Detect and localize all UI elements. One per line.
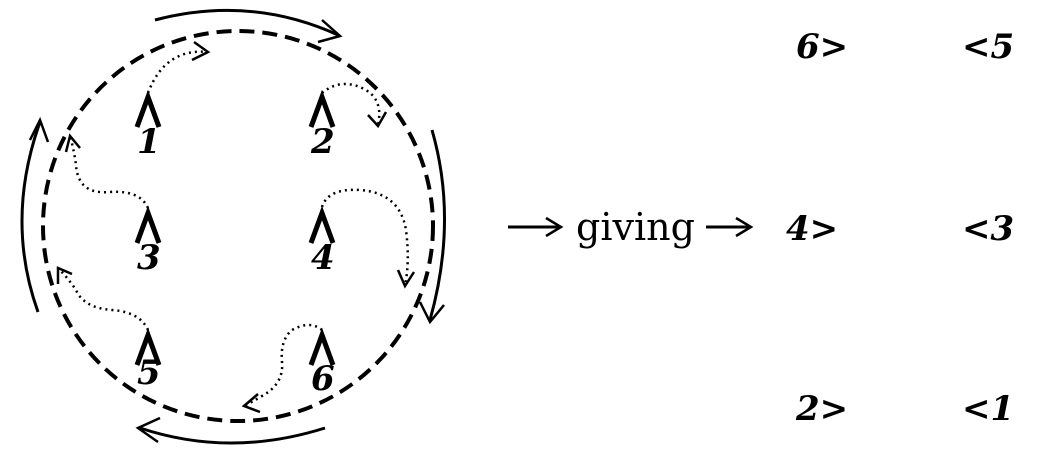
dancer-caret-5 — [134, 327, 162, 366]
dotted-path-4 — [320, 188, 416, 289]
result-row-3-right: <1 — [962, 389, 1014, 429]
dancer-label-4: 4 — [311, 238, 335, 278]
dotted-path-2 — [321, 82, 388, 129]
connector-arrow-right — [706, 216, 754, 238]
outer-arrow-top — [154, 8, 343, 44]
result-row-3-left: 2> — [795, 389, 848, 429]
result-row-1-left: 6> — [796, 27, 848, 67]
giving-label: giving — [576, 205, 695, 249]
dancer-caret-2 — [308, 89, 336, 128]
dotted-path-6 — [241, 323, 323, 414]
dotted-path-1 — [146, 40, 211, 94]
dancer-label-5: 5 — [137, 353, 161, 393]
dancer-caret-3 — [134, 205, 162, 244]
result-row-1-right: <5 — [962, 27, 1014, 67]
dancer-label-3: 3 — [137, 238, 161, 278]
dancer-caret-6 — [308, 327, 336, 366]
result-row-2-left: 4> — [786, 209, 838, 249]
outer-arrow-right — [418, 129, 446, 325]
dancer-caret-4 — [308, 205, 336, 244]
dancer-label-2: 2 — [310, 122, 335, 162]
outer-arrow-bottom — [135, 416, 326, 445]
outer-arrow-left — [20, 116, 50, 313]
dancer-caret-1 — [134, 89, 162, 128]
dashed-circle — [41, 29, 435, 423]
result-row-2-right: <3 — [962, 209, 1014, 249]
dancer-label-6: 6 — [311, 359, 335, 399]
dancer-label-1: 1 — [137, 122, 161, 162]
dotted-path-3 — [64, 133, 150, 209]
dotted-path-5 — [56, 266, 150, 331]
connector-arrow-left — [508, 216, 564, 238]
